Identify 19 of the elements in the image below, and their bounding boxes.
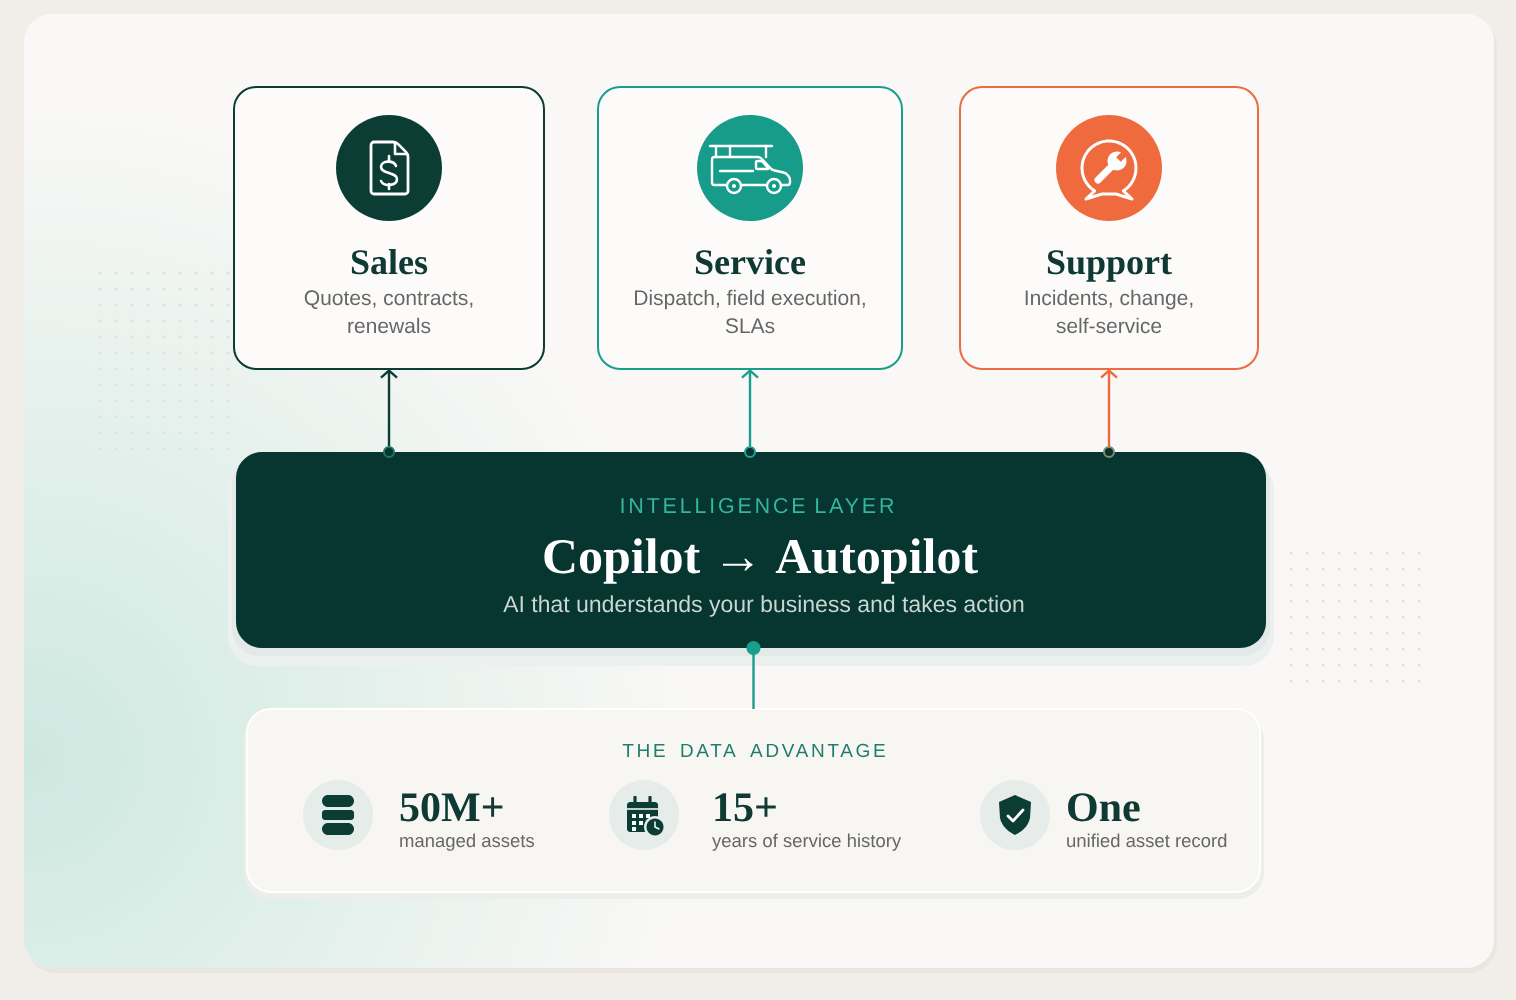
card-description: Quotes, contracts, renewals	[304, 290, 473, 334]
arrow	[1100, 369, 1118, 446]
card-description: Incidents, change, self-service	[1025, 289, 1193, 334]
tagline: AI that understands your business and takes action	[503, 595, 1024, 617]
stat-number: 50M+	[400, 793, 503, 822]
stat-number: 15+	[715, 793, 776, 822]
stat-label: managed assets	[400, 833, 535, 851]
stat-label: unified asset record	[1067, 833, 1227, 848]
card-title: Sales	[351, 249, 428, 275]
section-label: THE DATA ADVANTAGE	[622, 743, 885, 758]
stat-number: One	[1068, 793, 1140, 822]
card-title: Service	[695, 249, 806, 275]
headline: Copilot → Autopilot	[544, 538, 978, 584]
arrow	[380, 369, 398, 446]
card-description: Dispatch, field execution, SLAs	[635, 289, 865, 334]
arrow	[741, 369, 759, 446]
stat-label: years of service history	[712, 833, 902, 851]
section-label: INTELLIGENCE LAYER	[621, 498, 894, 514]
card-title: Support	[1047, 250, 1172, 282]
